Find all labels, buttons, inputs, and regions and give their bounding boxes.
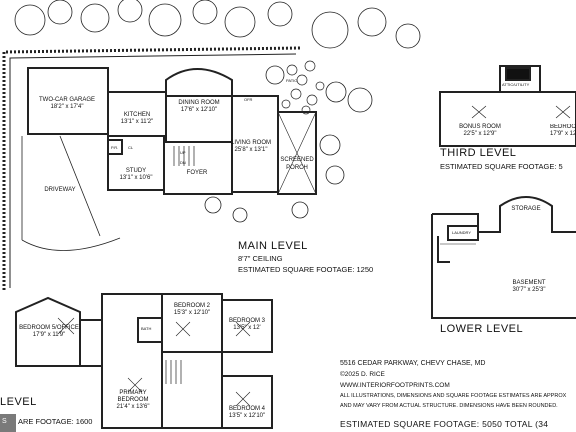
room-dims: 25'8" x 13'1" xyxy=(234,147,268,153)
room-name: BEDROOM 5/OFFICE xyxy=(19,325,79,331)
room-dims: 13'5" x 12' xyxy=(233,325,261,331)
ofr-label: OFR xyxy=(244,97,253,102)
room-bedroom3: BEDROOM 3 13'5" x 12' xyxy=(224,318,270,332)
third-level-title: THIRD LEVEL xyxy=(440,147,517,159)
room-bedroom5: BEDROOM 5/OFFICE 17'9" x 11'9" xyxy=(18,325,80,339)
tree-cluster-top xyxy=(14,0,421,223)
patio-stones xyxy=(281,60,325,115)
room-dining: DINING ROOM 17'6" x 12'10" xyxy=(166,100,232,114)
room-name: BEDROOM 2 xyxy=(173,303,210,309)
room-name: STORAGE xyxy=(511,206,541,212)
room-bedroom2: BEDROOM 2 15'3" x 12'10" xyxy=(164,303,220,317)
upper-level-title: LEVEL xyxy=(0,396,37,408)
room-name: FOYER xyxy=(186,170,208,176)
website: WWW.INTERIORFOOTPRINTS.COM xyxy=(340,382,450,389)
lot-hedge xyxy=(2,46,301,290)
room-dims: 17'9" x 12' xyxy=(550,131,576,137)
lot-line xyxy=(9,53,297,288)
room-dims: 17'6" x 12'10" xyxy=(180,107,218,113)
patio-label: PATIO xyxy=(286,78,298,83)
room-name: SCREENED PORCH xyxy=(280,157,314,171)
room-laundry: LAUNDRY xyxy=(452,230,472,235)
disclaimer-line-2: AND MAY VARY FROM ACTUAL STRUCTURE. DIME… xyxy=(340,403,558,409)
room-dims: 17'9" x 11'9" xyxy=(32,332,66,338)
main-stairs xyxy=(173,146,195,166)
room-bedroom4: BEDROOM 4 13'5" x 12'10" xyxy=(224,406,270,420)
room-kitchen: KITCHEN 13'1" x 11'2" xyxy=(110,112,164,126)
room-name: BEDROOM 3 xyxy=(228,318,265,324)
disclaimer-line-1: ALL ILLUSTRATIONS, DIMENSIONS AND SQUARE… xyxy=(340,393,567,399)
stair-up-label: UP xyxy=(180,150,186,155)
driveway-edge xyxy=(21,135,101,240)
room-bonus: BONUS ROOM 22'5" x 12'9" xyxy=(458,124,502,138)
room-name: DRIVEWAY xyxy=(44,187,76,193)
main-level-sqft: ESTIMATED SQUARE FOOTAGE: 1250 xyxy=(238,265,374,274)
third-level-walls xyxy=(439,65,576,147)
room-name: BONUS ROOM xyxy=(459,124,501,130)
room-third-bedroom: BEDROO 17'9" x 12' xyxy=(550,124,576,138)
lower-level-title: LOWER LEVEL xyxy=(440,323,524,335)
closet-label: CL xyxy=(128,145,134,150)
room-name: DINING ROOM xyxy=(178,100,220,106)
room-bath: BATH xyxy=(141,326,152,331)
room-name: BASEMENT xyxy=(512,280,546,286)
powder-room-label: P.R. xyxy=(111,145,119,150)
room-basement: BASEMENT 30'7" x 25'3" xyxy=(494,280,564,294)
upper-level-walls xyxy=(15,293,273,429)
room-dims: 21'4" x 13'6" xyxy=(116,404,150,410)
driveway-label: DRIVEWAY xyxy=(30,187,90,194)
address: 5516 CEDAR PARKWAY, CHEVY CHASE, MD xyxy=(340,360,486,367)
room-name: TWO-CAR GARAGE xyxy=(38,97,95,103)
room-dims: 22'5" x 12'9" xyxy=(463,131,497,137)
room-attic: ATTIC/UTILITY xyxy=(502,82,530,87)
room-garage: TWO-CAR GARAGE 18'2" x 17'4" xyxy=(34,97,100,111)
room-name: PRIMARY BEDROOM xyxy=(117,390,149,403)
main-level-walls xyxy=(27,67,317,195)
room-porch: SCREENED PORCH xyxy=(276,156,318,172)
lower-level-walls xyxy=(431,196,576,319)
room-name: LIVING ROOM xyxy=(230,140,271,146)
total-sqft: ESTIMATED SQUARE FOOTAGE: 5050 TOTAL (34 xyxy=(340,419,549,429)
upper-stairs xyxy=(165,360,182,384)
room-study: STUDY 13'1" x 10'6" xyxy=(110,168,162,182)
room-dims: 13'5" x 12'10" xyxy=(228,413,266,419)
upper-level-sqft: ARE FOOTAGE: 1600 xyxy=(18,417,93,426)
room-name: KITCHEN xyxy=(123,112,151,118)
room-dims: 13'1" x 11'2" xyxy=(120,119,154,125)
room-dims: 30'7" x 25'3" xyxy=(512,287,546,293)
stair-down-label: DN xyxy=(180,160,186,165)
copyright: ©2025 D. RICE xyxy=(340,371,385,378)
listing-badge: S xyxy=(0,414,16,432)
room-storage: STORAGE xyxy=(506,206,546,213)
room-dims: 18'2" x 17'4" xyxy=(50,104,84,110)
room-name: BEDROOM 4 xyxy=(228,406,265,412)
third-level-sqft: ESTIMATED SQUARE FOOTAGE: 5 xyxy=(440,162,563,171)
main-level-ceiling: 8'7" CEILING xyxy=(238,254,283,263)
room-living: LIVING ROOM 25'8" x 13'1" xyxy=(226,140,276,154)
room-name: BEDROO xyxy=(550,124,576,130)
room-dims: 15'3" x 12'10" xyxy=(173,310,211,316)
room-dims: 13'1" x 10'6" xyxy=(119,175,153,181)
main-level-title: MAIN LEVEL xyxy=(238,240,308,252)
room-primary: PRIMARY BEDROOM 21'4" x 13'6" xyxy=(106,390,160,411)
badge-text: S xyxy=(2,418,7,425)
room-name: STUDY xyxy=(125,168,147,174)
room-foyer: FOYER xyxy=(182,170,212,177)
